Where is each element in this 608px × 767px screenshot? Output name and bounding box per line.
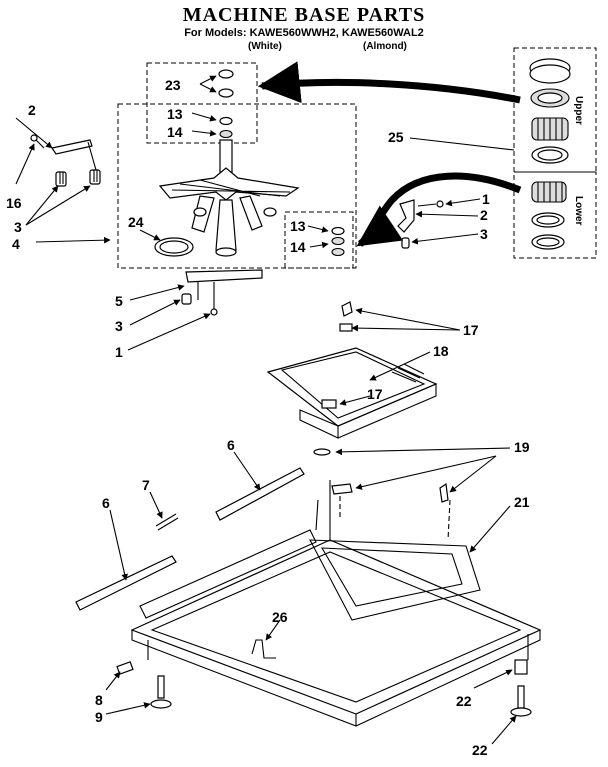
callout-labels: 23 13 14 13 14 2 16 3 4 24 5 3 1 1 2 3 2… bbox=[6, 77, 530, 758]
clip-part-16a bbox=[321, 399, 337, 409]
callout-1-lower: 1 bbox=[115, 344, 123, 360]
callout-3-lower: 3 bbox=[115, 318, 123, 334]
callout-21: 22 bbox=[456, 693, 472, 709]
callout-16-lower: 17 bbox=[367, 386, 383, 402]
callout-7: 7 bbox=[142, 477, 150, 493]
lower-kit-box bbox=[513, 171, 597, 259]
hub-leg-right bbox=[239, 195, 263, 231]
callout-2-left: 2 bbox=[28, 102, 36, 118]
washer-part-13 bbox=[219, 116, 233, 126]
models-line: For Models: KAWE560WWH2, KAWE560WAL2 bbox=[184, 27, 424, 39]
lower-kit-label: Lower bbox=[573, 196, 584, 226]
pad-part-18c bbox=[439, 482, 449, 503]
bearing-kit-group: Upper Lower bbox=[513, 47, 597, 259]
callout-18: 19 bbox=[514, 439, 530, 455]
arrow-to-seal-box bbox=[257, 61, 521, 104]
variant-white: (White) bbox=[248, 41, 282, 52]
clip-part-26 bbox=[251, 639, 276, 659]
leg-part-22 bbox=[510, 707, 532, 717]
callout-4: 4 bbox=[12, 236, 20, 252]
callout-17: 18 bbox=[433, 343, 449, 359]
bracket-part-5 bbox=[185, 269, 263, 283]
nut-part-21 bbox=[514, 659, 528, 675]
arrow-to-bearing-box bbox=[356, 172, 522, 247]
leg-part-9 bbox=[150, 699, 172, 709]
spring-part-3a bbox=[55, 171, 67, 187]
frame-part-19 bbox=[130, 539, 542, 715]
upper-kit-label: Upper bbox=[573, 96, 584, 125]
seal-part-23b bbox=[218, 88, 234, 98]
base-tray-group bbox=[266, 301, 438, 439]
seal-detail-box bbox=[146, 62, 258, 144]
callout-6-left: 6 bbox=[102, 495, 110, 511]
callout-8: 8 bbox=[95, 692, 103, 708]
callout-13-top: 13 bbox=[167, 106, 183, 122]
bracket-part-2-right bbox=[397, 199, 415, 233]
rail-part-6-top bbox=[215, 467, 305, 521]
seal-part-23a bbox=[218, 69, 234, 79]
callout-23: 23 bbox=[165, 77, 181, 93]
assembly-outline-box bbox=[117, 103, 357, 269]
callout-19: 21 bbox=[514, 494, 530, 510]
callout-25: 24 bbox=[128, 214, 144, 230]
callout-14-right: 14 bbox=[290, 239, 306, 255]
upper-kit-box bbox=[513, 47, 597, 173]
callout-2-right: 2 bbox=[480, 207, 488, 223]
callout-3-right: 3 bbox=[480, 226, 488, 242]
pad-part-18b bbox=[331, 483, 353, 495]
callout-22: 22 bbox=[472, 742, 488, 758]
upper-assembly-group bbox=[30, 62, 444, 316]
callout-14-top: 14 bbox=[167, 124, 183, 140]
callout-1-right: 1 bbox=[482, 191, 490, 207]
tray-part-17 bbox=[266, 347, 438, 427]
callout-15: 16 bbox=[6, 195, 22, 211]
bearing-part-14 bbox=[219, 129, 233, 139]
pad-part-18a bbox=[313, 448, 331, 456]
variant-almond: (Almond) bbox=[363, 41, 407, 52]
callout-3-left: 3 bbox=[14, 219, 22, 235]
callout-6-top: 6 bbox=[227, 437, 235, 453]
spring-part-3b bbox=[89, 169, 101, 185]
bracket-part-2 bbox=[51, 139, 93, 155]
bearing-detail-box bbox=[284, 211, 354, 269]
rail-part-6-left bbox=[75, 555, 177, 611]
callout-24: 25 bbox=[388, 129, 404, 145]
base-frame-group bbox=[75, 448, 542, 727]
callout-9: 9 bbox=[95, 709, 103, 725]
diagram-title: MACHINE BASE PARTS bbox=[182, 4, 426, 26]
leader-lines bbox=[15, 75, 517, 745]
callout-13-right: 13 bbox=[290, 218, 306, 234]
callout-5: 5 bbox=[115, 293, 123, 309]
clip-part-16b bbox=[339, 323, 353, 332]
clip-part-16c bbox=[341, 301, 353, 317]
hub-leg-center bbox=[215, 199, 237, 251]
callout-16-top: 17 bbox=[463, 322, 479, 338]
callout-26: 26 bbox=[272, 609, 288, 625]
pad-part-8 bbox=[116, 661, 134, 675]
